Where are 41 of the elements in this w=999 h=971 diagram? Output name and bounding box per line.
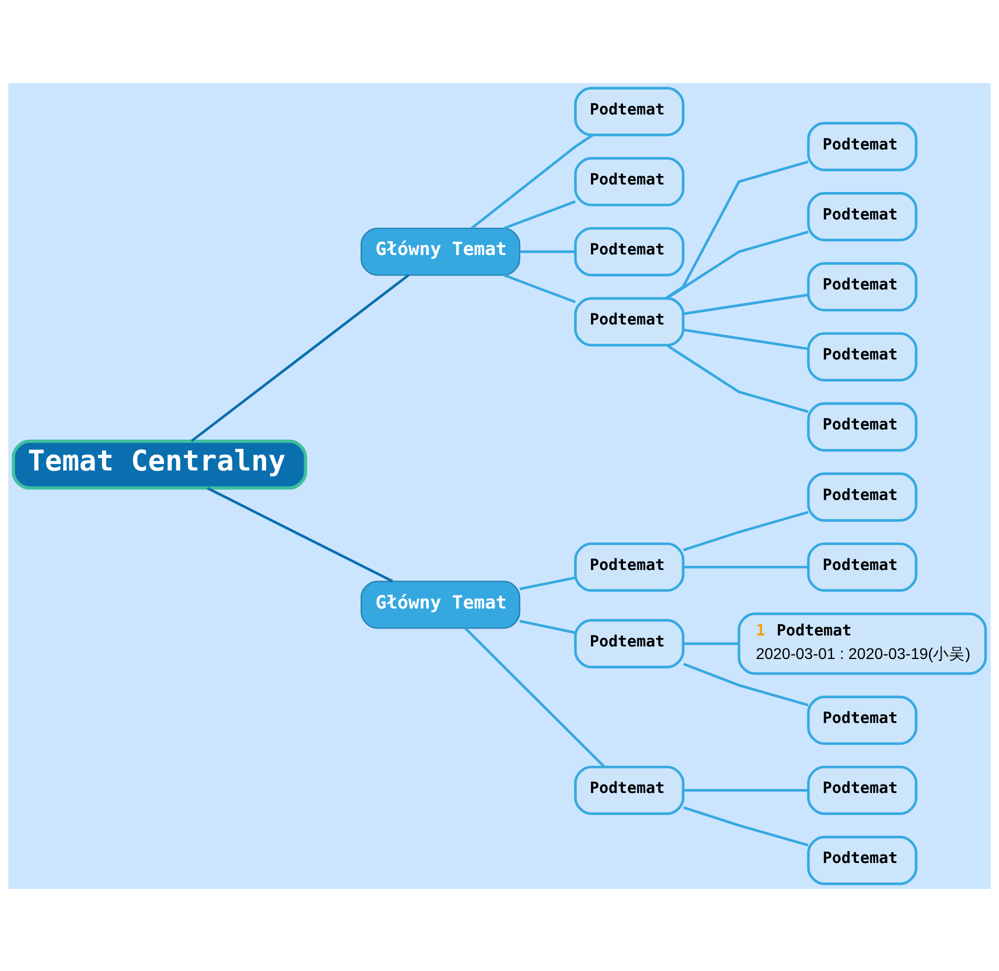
connector xyxy=(683,806,809,846)
node-box: Podtemat xyxy=(574,542,684,592)
connector xyxy=(464,626,605,767)
node-box: Podtemat xyxy=(807,192,918,241)
node-box: Podtemat xyxy=(807,472,918,522)
node-box: Podtemat xyxy=(807,765,918,815)
connector xyxy=(665,160,809,299)
node-box: Główny Temat xyxy=(360,227,520,276)
connector xyxy=(683,293,809,315)
node-box: Podtemat xyxy=(574,296,684,346)
connector xyxy=(683,328,809,350)
node-box: 1 Podtemat 2020-03-01 : 2020-03-19(小吴) xyxy=(738,612,987,674)
node-box: Podtemat xyxy=(807,332,918,382)
connector xyxy=(683,662,809,706)
connector xyxy=(190,274,410,442)
connector xyxy=(666,344,809,413)
node-box: Temat Centralny xyxy=(12,439,308,490)
node-box: Podtemat xyxy=(807,262,918,311)
node-box: Podtemat xyxy=(807,121,918,171)
node-box: Podtemat xyxy=(574,226,684,276)
node-box: Podtemat xyxy=(574,86,684,136)
connector xyxy=(504,200,576,229)
node-box: Podtemat xyxy=(807,835,918,885)
connector xyxy=(683,510,809,551)
node-box: Podtemat xyxy=(807,542,918,592)
node-box: Podtemat xyxy=(574,618,684,668)
connector xyxy=(504,274,576,303)
connector xyxy=(520,250,576,253)
connector xyxy=(206,486,393,582)
node-box: Główny Temat xyxy=(360,580,520,628)
connector xyxy=(470,134,594,229)
node-box: Podtemat xyxy=(807,402,918,452)
connector xyxy=(683,565,808,568)
node-box: Podtemat xyxy=(574,156,684,206)
node-box: Podtemat xyxy=(807,695,918,744)
connector xyxy=(666,230,809,299)
node-box: Podtemat xyxy=(574,765,684,815)
connector xyxy=(519,619,576,634)
connector xyxy=(519,576,576,590)
connector xyxy=(683,788,808,792)
connector xyxy=(683,642,739,644)
